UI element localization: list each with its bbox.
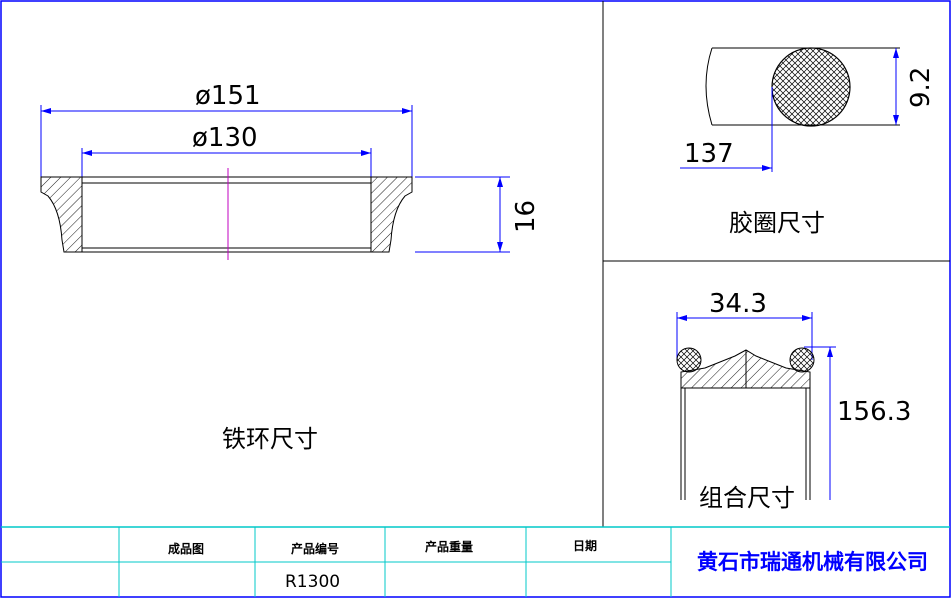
iron-ring-caption: 铁环尺寸: [222, 425, 318, 453]
header-product-number: 产品编号: [291, 541, 339, 556]
assembly-drawing: [676, 312, 836, 500]
rubber-diameter-label: 137: [684, 139, 734, 169]
inner-diameter-label: ø130: [192, 123, 258, 153]
height-label: 16: [511, 200, 541, 233]
rubber-ring-caption: 胶圈尺寸: [729, 209, 825, 237]
header-product-weight: 产品重量: [425, 539, 473, 554]
assembly-caption: 组合尺寸: [699, 484, 795, 512]
section-height-label: 9.2: [906, 67, 936, 108]
iron-ring-right-section: [370, 176, 413, 253]
assembly-diameter-label: 156.3: [837, 397, 911, 427]
header-finished-drawing: 成品图: [168, 541, 204, 556]
title-block: [1, 526, 950, 597]
company-name: 黄石市瑞通机械有限公司: [697, 550, 928, 574]
rubber-ring-section: [771, 47, 851, 127]
value-product-number: R1300: [285, 572, 340, 592]
iron-ring-left-section: [40, 176, 83, 253]
assembly-width-label: 34.3: [709, 289, 767, 319]
outer-diameter-label: ø151: [195, 81, 261, 111]
assembly-rubber-right: [789, 347, 815, 373]
header-date: 日期: [573, 538, 597, 553]
assembly-rubber-left: [676, 347, 702, 373]
rubber-ring-drawing: [680, 47, 900, 172]
iron-ring-drawing: [40, 105, 510, 260]
